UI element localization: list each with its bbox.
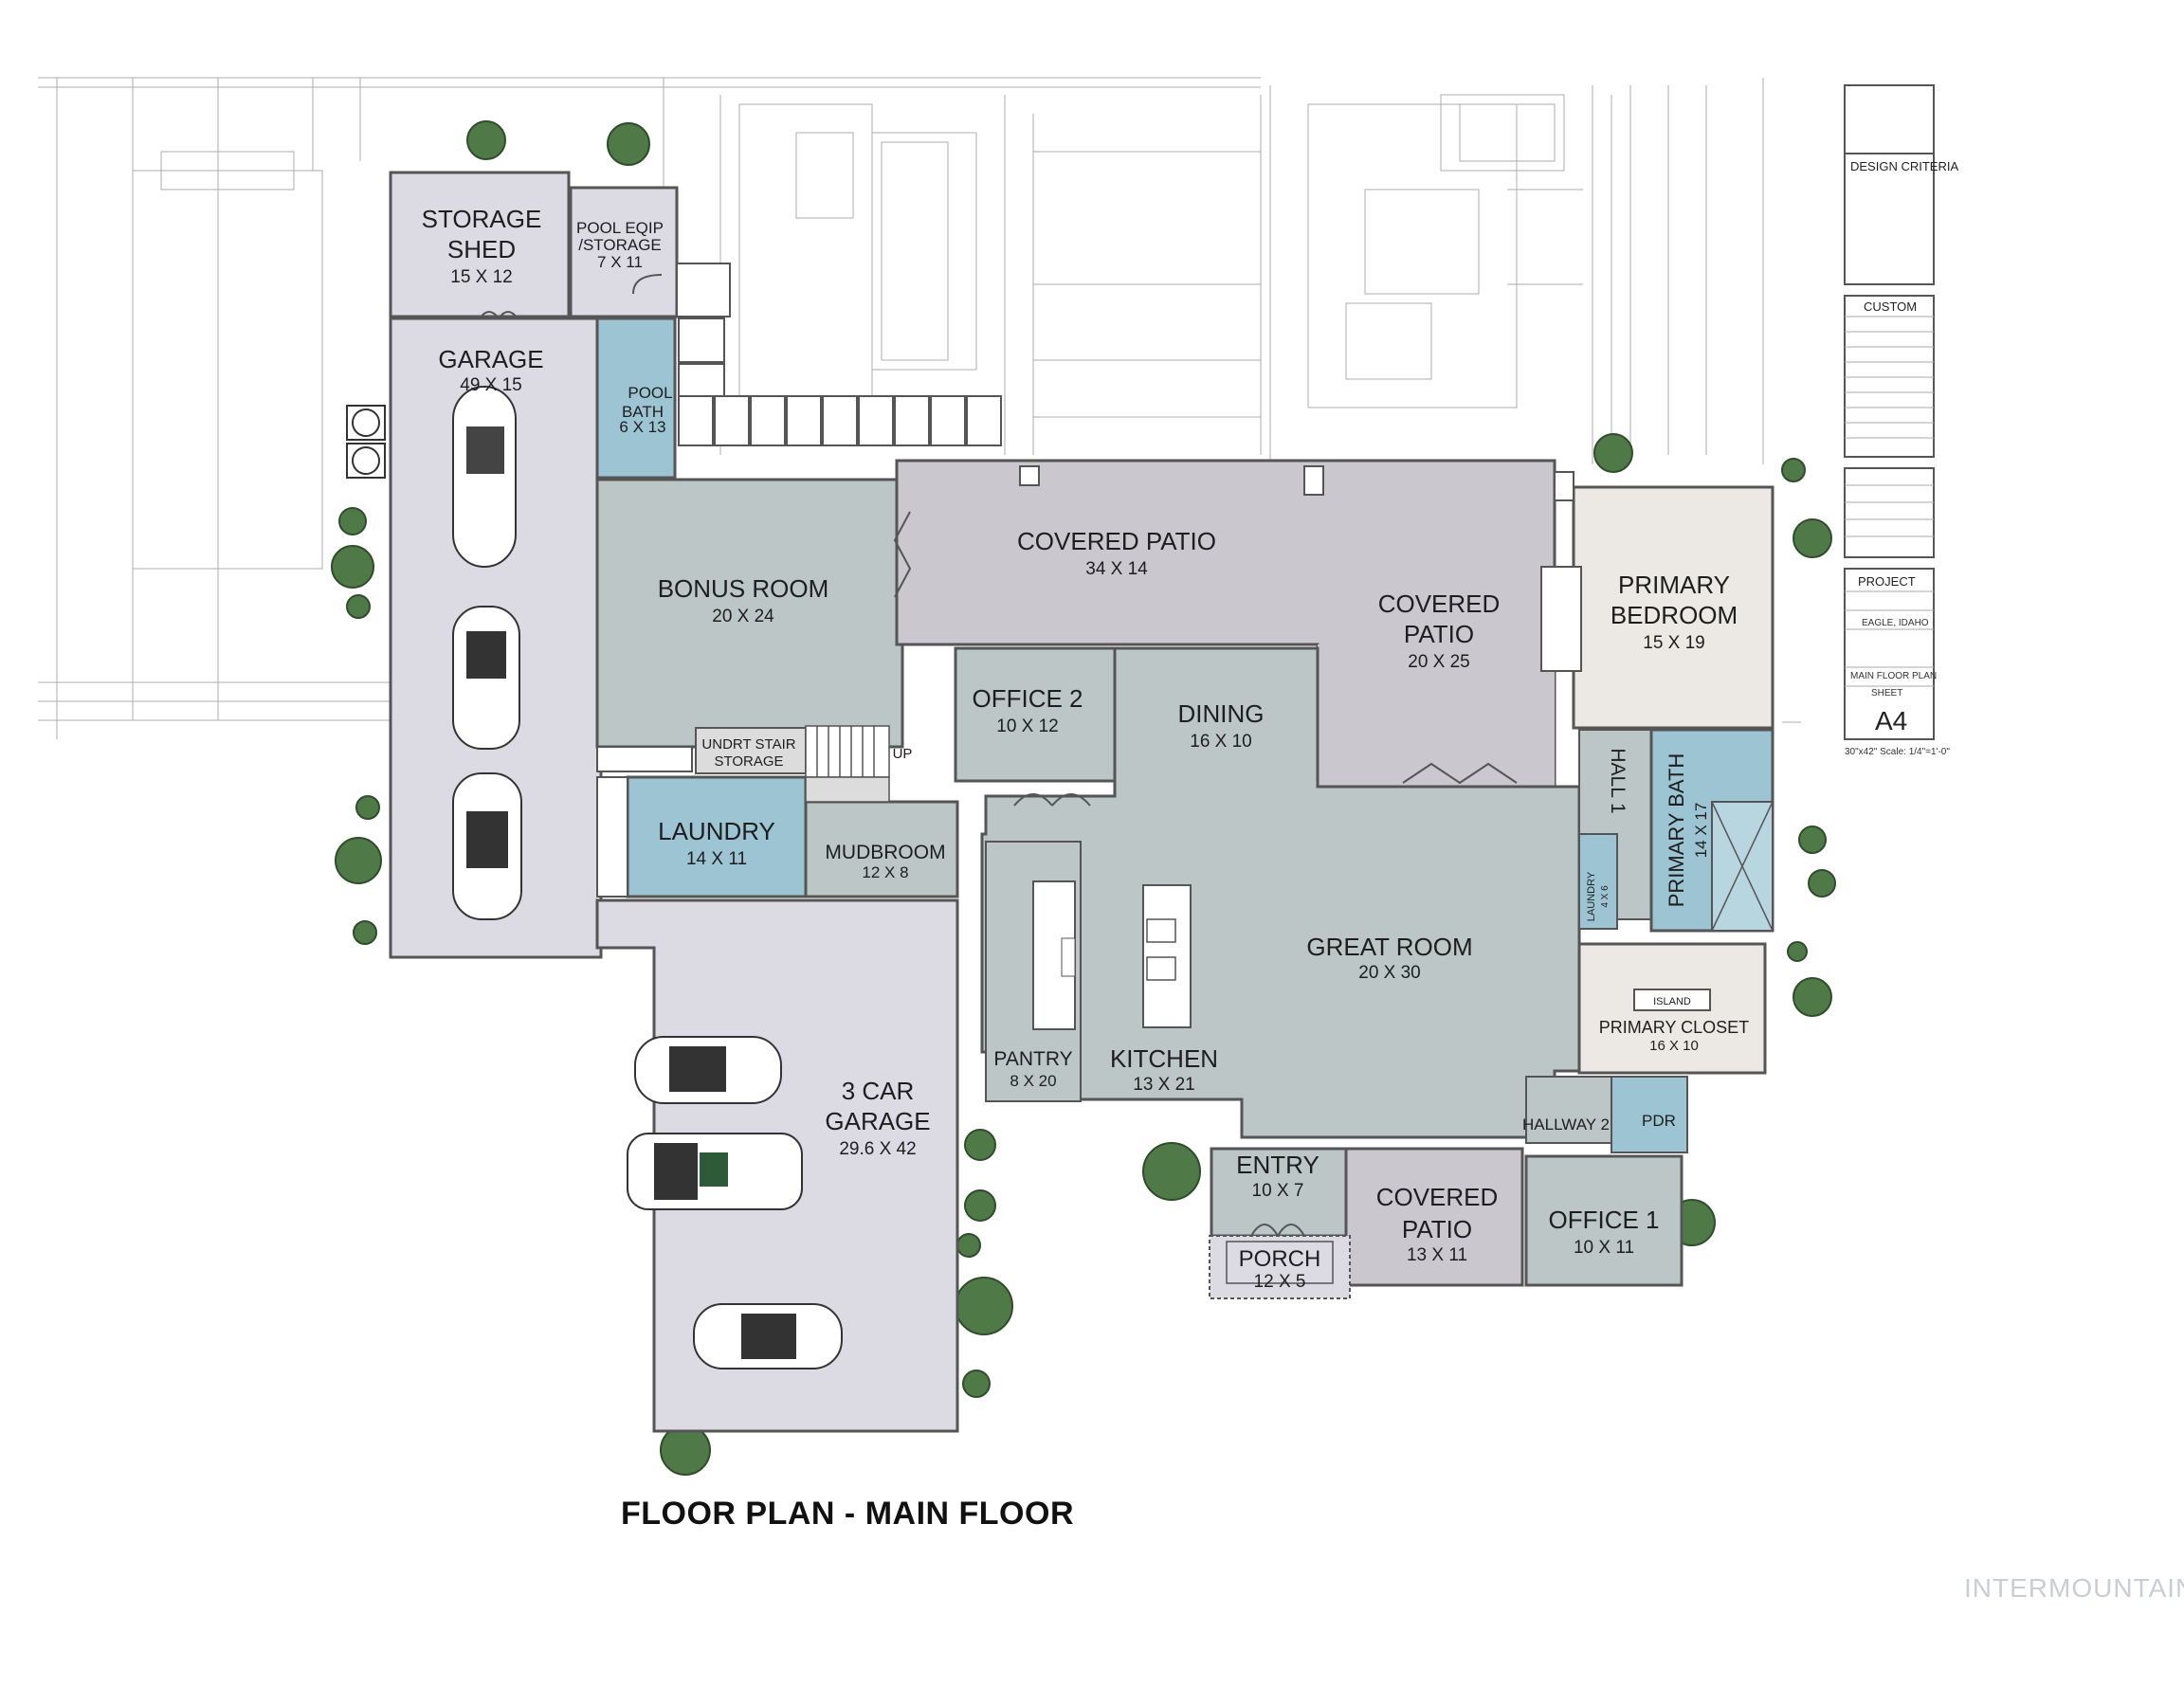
label-entry: ENTRY [1236, 1151, 1320, 1179]
room-undrt-stair [695, 727, 807, 774]
ac-units [346, 405, 386, 479]
dim-primary-bedroom: 15 X 19 [1643, 633, 1705, 653]
room-covered-patio-side [1318, 644, 1555, 787]
room-porch [1209, 1235, 1351, 1299]
label-mudroom: MUDBROOM [825, 842, 945, 863]
dim-office-2: 10 X 12 [996, 717, 1059, 736]
label-covered-patio-front-2: PATIO [1402, 1215, 1472, 1243]
label-3-car-garage-2: GARAGE [825, 1107, 930, 1135]
dim-office-1: 10 X 11 [1574, 1238, 1634, 1258]
sheet-name-label: MAIN FLOOR PLAN [1850, 671, 1937, 681]
room-office-1 [1524, 1154, 1684, 1287]
label-pool-eqip-1: POOL EQIP [576, 219, 664, 237]
island-box [1633, 989, 1711, 1011]
label-pool-eqip-2: /STORAGE [578, 236, 662, 254]
label-up: UP [893, 746, 913, 762]
dim-laundry: 14 X 11 [686, 849, 747, 869]
sheet-label: SHEET [1871, 688, 1902, 698]
room-laundry-small [1578, 833, 1618, 930]
dim-porch: 12 X 5 [1254, 1272, 1306, 1292]
label-office-2: OFFICE 2 [972, 684, 1083, 713]
dim-mudroom: 12 X 8 [862, 863, 908, 881]
label-pool-bath-1: POOL [628, 384, 672, 402]
room-pdr [1611, 1076, 1688, 1153]
room-primary-closet [1577, 942, 1767, 1075]
patio-columns [1019, 465, 1574, 501]
dim-great-room: 20 X 30 [1358, 963, 1421, 983]
label-storage-shed-1: STORAGE [422, 205, 542, 233]
dim-covered-patio-rear: 34 X 14 [1085, 559, 1148, 579]
label-garage: GARAGE [438, 345, 543, 373]
sheet-number: A4 [1875, 706, 1907, 735]
room-mudroom [804, 800, 959, 898]
design-criteria-label: DESIGN CRITERIA [1850, 159, 1958, 173]
kitchen-island [1142, 884, 1192, 1028]
label-great-room: GREAT ROOM [1306, 933, 1472, 961]
dim-covered-patio-front: 13 X 11 [1407, 1245, 1467, 1265]
room-great-room [980, 646, 1581, 1139]
room-pool-equip [569, 186, 679, 318]
stair [805, 725, 890, 803]
label-dining: DINING [1178, 699, 1265, 728]
label-undrt-stair-2: STORAGE [714, 753, 783, 770]
label-3-car-garage-1: 3 CAR [842, 1077, 915, 1105]
dim-3-car-garage: 29.6 X 42 [839, 1139, 916, 1159]
dim-dining: 16 X 10 [1190, 732, 1252, 752]
dim-laundry-small: 4 X 6 [1600, 885, 1611, 908]
room-primary-bedroom [1572, 485, 1774, 730]
room-pool-bath [595, 317, 677, 480]
label-storage-shed-2: SHED [447, 235, 516, 263]
label-primary-closet: PRIMARY CLOSET [1599, 1018, 1749, 1037]
patio-pavers [678, 317, 1002, 446]
dim-pantry: 8 X 20 [1010, 1072, 1056, 1090]
label-porch: PORCH [1239, 1246, 1321, 1272]
label-laundry-small: LAUNDRY [1586, 871, 1597, 921]
project-label: PROJECT [1858, 574, 1916, 589]
label-pool-bath-2: BATH [622, 403, 664, 421]
label-pdr: PDR [1642, 1112, 1676, 1130]
plan-title: FLOOR PLAN - MAIN FLOOR [621, 1496, 1075, 1532]
dim-garage: 49 X 15 [460, 375, 522, 395]
label-primary-bath: PRIMARY BATH [1665, 753, 1688, 908]
label-hall-1: HALL 1 [1607, 748, 1629, 813]
label-covered-patio-front-1: COVERED [1376, 1183, 1499, 1211]
dim-kitchen: 13 X 21 [1133, 1075, 1195, 1095]
dim-primary-closet: 16 X 10 [1649, 1038, 1699, 1054]
label-undrt-stair-1: UNDRT STAIR [701, 736, 795, 753]
title-block: DESIGN CRITERIA CUSTOM PROJECT EAGLE, ID… [1844, 84, 1958, 757]
label-bonus-room: BONUS ROOM [658, 574, 829, 603]
dim-pool-eqip: 7 X 11 [597, 253, 643, 271]
vehicles [452, 386, 843, 1370]
room-storage-shed [389, 171, 571, 318]
door-swings [479, 274, 1518, 1237]
label-hallway-2: HALLWAY 2 [1522, 1116, 1610, 1134]
scale-note: 30"x42" Scale: 1/4"=1'-0" [1845, 747, 1950, 757]
custom-label: CUSTOM [1864, 299, 1917, 314]
label-covered-patio-rear: COVERED PATIO [1017, 527, 1216, 555]
room-laundry [626, 775, 808, 898]
dim-bonus-room: 20 X 24 [712, 607, 774, 626]
dim-covered-patio-side: 20 X 25 [1408, 652, 1470, 672]
dim-primary-bath: 14 X 17 [1692, 803, 1710, 859]
label-primary-bedroom-1: PRIMARY [1618, 571, 1730, 599]
room-office-2 [954, 646, 1117, 783]
room-covered-patio-front [1344, 1147, 1524, 1287]
label-island: ISLAND [1653, 996, 1691, 1007]
label-laundry: LAUNDRY [658, 817, 775, 845]
label-primary-bedroom-2: BEDROOM [1611, 601, 1738, 629]
label-kitchen: KITCHEN [1110, 1044, 1218, 1073]
label-covered-patio-side-2: PATIO [1404, 620, 1474, 648]
location-label: EAGLE, IDAHO [1862, 618, 1929, 628]
dim-entry: 10 X 7 [1252, 1181, 1304, 1201]
boat [452, 386, 517, 568]
label-pantry: PANTRY [993, 1048, 1072, 1070]
label-office-1: OFFICE 1 [1548, 1206, 1659, 1234]
room-hallway-2 [1525, 1076, 1612, 1144]
dim-storage-shed: 15 X 12 [450, 267, 513, 287]
dim-pool-bath: 6 X 13 [619, 418, 665, 436]
watermark: INTERMOUNTAIN [1964, 1573, 2184, 1603]
label-covered-patio-side-1: COVERED [1378, 590, 1501, 618]
